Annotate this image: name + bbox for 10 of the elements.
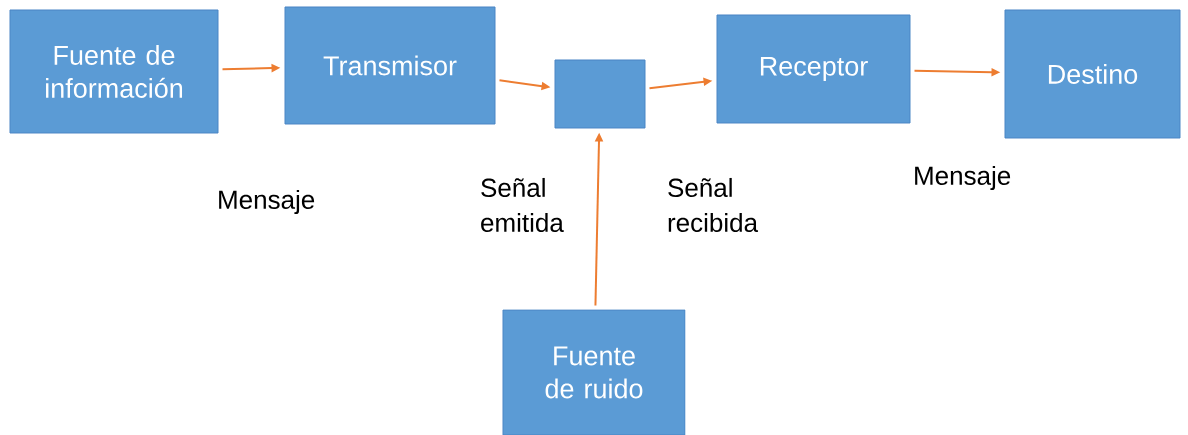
- process-box: Fuente de ruido: [502, 309, 686, 435]
- text-label: Mensaje: [915, 165, 1011, 191]
- empty-box: [554, 59, 646, 129]
- text-label: Señal emitida: [481, 177, 564, 233]
- process-box: Transmisor: [284, 6, 496, 125]
- process-box: Receptor: [716, 14, 911, 124]
- text-label: Señal recibida: [668, 177, 759, 233]
- text-label: Mensaje: [219, 189, 315, 215]
- process-box: Destino: [1004, 9, 1181, 139]
- process-box: Fuente de información: [9, 9, 219, 134]
